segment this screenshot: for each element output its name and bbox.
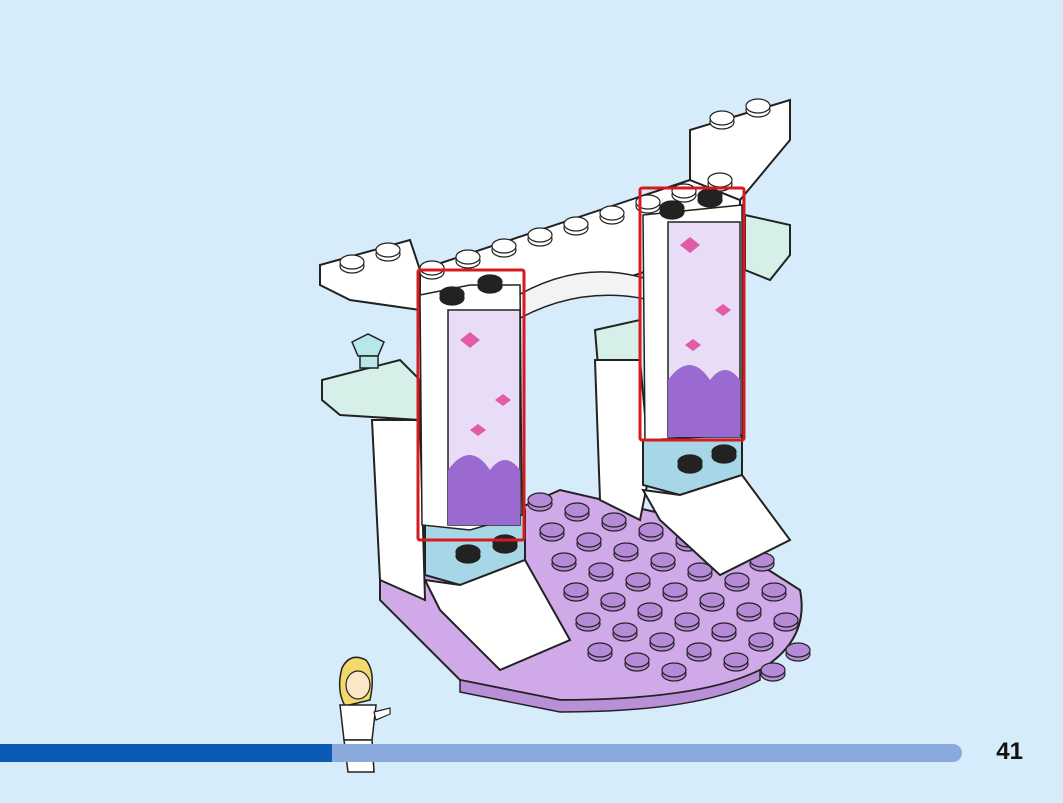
stud-top <box>711 444 737 460</box>
stud-top <box>687 562 713 578</box>
right-pillar-callout <box>638 186 746 442</box>
stud-top <box>613 542 639 558</box>
stud-top <box>724 572 750 588</box>
stud-top <box>709 110 735 126</box>
stud-top <box>564 502 590 518</box>
stud-top <box>624 652 650 668</box>
stud-top <box>625 572 651 588</box>
stud-top <box>339 254 365 270</box>
stud-top <box>477 274 503 290</box>
stud-top <box>637 602 663 618</box>
stud-top <box>677 454 703 470</box>
progress-fill <box>0 744 332 762</box>
plate-studs <box>527 492 811 682</box>
stud-top <box>375 242 401 258</box>
stud-top <box>699 592 725 608</box>
stud-top <box>671 183 697 199</box>
stud-top <box>773 612 799 628</box>
stud-top <box>674 612 700 628</box>
stud-top <box>491 238 517 254</box>
stud-top <box>686 642 712 658</box>
stud-top <box>659 200 685 216</box>
stud-top <box>761 582 787 598</box>
stud-top <box>707 172 733 188</box>
stud-top <box>563 216 589 232</box>
stud-top <box>419 260 445 276</box>
stud-top <box>650 552 676 568</box>
stud-top <box>635 194 661 210</box>
stud-top <box>697 188 723 204</box>
stud-top <box>551 552 577 568</box>
stud-top <box>575 612 601 628</box>
stud-top <box>649 632 675 648</box>
left-pillar <box>419 284 572 672</box>
stud-top <box>601 512 627 528</box>
right-pillar <box>641 204 792 577</box>
left-ledge <box>321 358 427 602</box>
stud-top <box>439 286 465 302</box>
stud-top <box>455 544 481 560</box>
stud-top <box>638 522 664 538</box>
stud-top <box>662 582 688 598</box>
stud-top <box>760 662 786 678</box>
stud-top <box>600 592 626 608</box>
stud-top <box>563 582 589 598</box>
stud-top <box>539 522 565 538</box>
stud-top <box>527 492 553 508</box>
stud-top <box>576 532 602 548</box>
stud-top <box>711 622 737 638</box>
page-number: 41 <box>996 738 1023 765</box>
stud-top <box>492 534 518 550</box>
stud-top <box>588 562 614 578</box>
right-pillar-studs <box>659 188 737 474</box>
progress-bar <box>0 744 962 762</box>
stud-top <box>527 227 553 243</box>
stud-top <box>745 98 771 114</box>
stud-top <box>587 642 613 658</box>
stud-top <box>612 622 638 638</box>
stud-top <box>599 205 625 221</box>
diamond-icon <box>351 333 385 369</box>
left-pillar-callout <box>416 268 526 542</box>
right-ledge <box>593 213 791 522</box>
stud-top <box>455 249 481 265</box>
stud-top <box>661 662 687 678</box>
stud-top <box>723 652 749 668</box>
stud-top <box>748 632 774 648</box>
stud-top <box>736 602 762 618</box>
stud-top <box>785 642 811 658</box>
